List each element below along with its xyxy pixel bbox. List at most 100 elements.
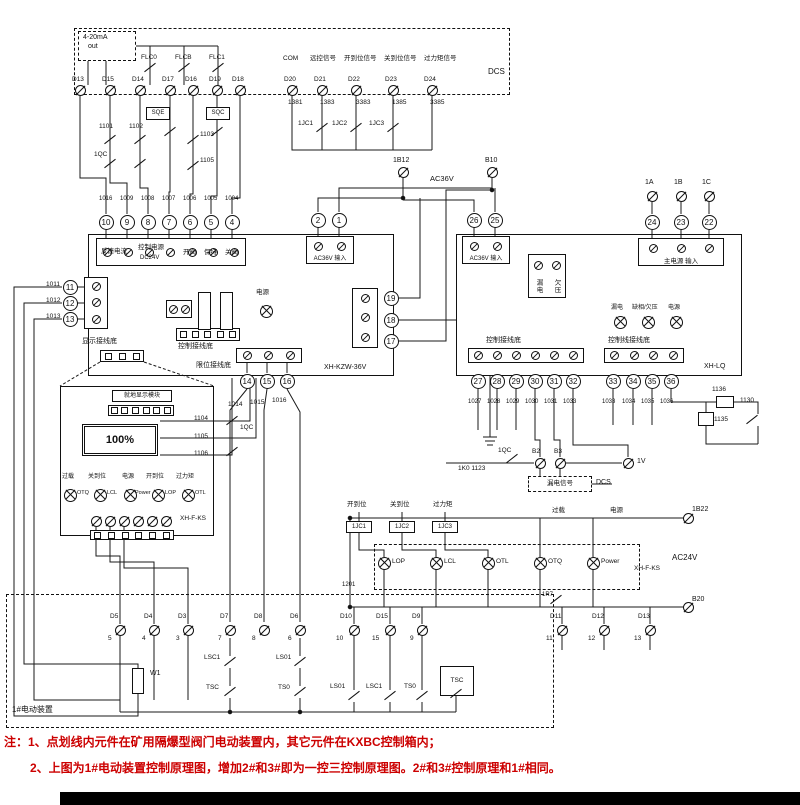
- wire-terminal-icon: [146, 515, 158, 527]
- circle-terminal-icon: [360, 332, 370, 342]
- label: B3: [554, 448, 562, 455]
- tsc-switch-box: TSC: [440, 666, 474, 696]
- label: 1103: [200, 131, 214, 138]
- label: OTL: [496, 558, 509, 565]
- terminal-slots: [605, 349, 683, 362]
- terminal-30: 30: [527, 373, 543, 389]
- relay-box-b: [220, 292, 233, 330]
- relay-1jc3: 1JC3: [432, 521, 458, 533]
- circle-terminal-icon: [531, 351, 540, 360]
- wire-terminal-icon: [644, 624, 656, 636]
- circle-terminal-icon: [337, 242, 346, 252]
- display-pin-row: [108, 405, 174, 416]
- w1-resistor: [132, 668, 144, 694]
- label: D9: [412, 613, 421, 620]
- vertical-labels: 漏电欠压: [529, 276, 565, 297]
- label: 1031: [544, 399, 558, 405]
- label: 1034: [622, 399, 636, 405]
- square-terminal-icon: [164, 407, 172, 414]
- indicator-lamp-icon: [63, 488, 77, 502]
- terminal-4: 4: [224, 214, 240, 230]
- label: 1B22: [692, 506, 709, 513]
- terminal-slots: [101, 351, 143, 361]
- label: 1JC3: [369, 120, 385, 127]
- terminal-28: 28: [489, 373, 505, 389]
- relay-cd: [166, 300, 192, 318]
- motor-device-dashed-box: [6, 594, 554, 728]
- wire-terminal-icon: [104, 84, 116, 96]
- indicator-lamp-icon: [641, 315, 655, 329]
- label: 1011: [46, 281, 60, 288]
- circle-terminal-icon: [360, 313, 370, 323]
- circle-terminal-icon: [668, 351, 678, 360]
- relay-box-a: [198, 292, 211, 330]
- wire-terminal-icon: [348, 624, 360, 636]
- right-control-terminal-block: [468, 348, 584, 363]
- circle-terminal-icon: [493, 242, 502, 252]
- indicator-lamp-icon: [377, 556, 391, 570]
- limit-terminal-block: [236, 348, 302, 363]
- terminal-27: 27: [470, 373, 486, 389]
- block-label: 1JC3: [437, 523, 452, 530]
- label: D6: [290, 613, 299, 620]
- wire-terminal-icon: [114, 624, 126, 636]
- circle-terminal-icon: [314, 242, 323, 252]
- label: TS0: [278, 684, 290, 691]
- terminal-slots: [177, 329, 239, 340]
- label: 1009: [120, 196, 134, 202]
- wire-terminal-icon: [682, 512, 694, 524]
- label: 反馈电流: [101, 248, 127, 255]
- label: D12: [592, 613, 604, 620]
- terminal-17: 17: [383, 333, 399, 349]
- label: LSC1: [366, 683, 383, 690]
- label: FLC0: [141, 54, 157, 61]
- indicator-lamp-icon: [429, 556, 443, 570]
- label: 远控信号: [310, 55, 336, 62]
- label: 1JC1: [298, 120, 314, 127]
- label: D17: [162, 76, 174, 83]
- label: LS01: [276, 654, 292, 661]
- block-label: AC36V 输入: [469, 256, 503, 263]
- label: OTQ: [548, 558, 563, 565]
- label: 1006: [183, 196, 197, 202]
- indicator-lamp-icon: [533, 556, 547, 570]
- leakage-undervoltage-box: 漏电欠压: [528, 254, 566, 298]
- label: D8: [254, 613, 263, 620]
- circle-terminal-icon: [166, 247, 176, 257]
- label: 过力矩信号: [424, 55, 457, 62]
- label: 关到位信号: [384, 55, 417, 62]
- terminal-14: 14: [239, 373, 255, 389]
- label: 关到位: [88, 474, 107, 480]
- indicator-lamp-icon: [613, 315, 627, 329]
- circle-terminal-icon: [91, 298, 101, 308]
- wire-terminal-icon: [258, 624, 270, 636]
- label: 4: [142, 635, 146, 642]
- label: 1033: [602, 399, 616, 405]
- label: 1V: [637, 458, 646, 465]
- circle-terminal-icon: [91, 281, 101, 291]
- label: 1QC: [240, 424, 254, 431]
- indicator-lamp-icon: [669, 315, 683, 329]
- terminal-25: 25: [487, 212, 503, 228]
- label: 保持: [204, 249, 217, 256]
- label: 过力矩: [176, 474, 195, 480]
- label: D5: [110, 613, 119, 620]
- terminal-34: 34: [625, 373, 641, 389]
- bottom-black-bar: [60, 792, 800, 805]
- label: 1385: [392, 99, 407, 106]
- square-terminal-icon: [229, 331, 237, 338]
- label: 1104: [194, 415, 208, 422]
- label: 1008: [141, 196, 155, 202]
- label: D13: [72, 76, 84, 83]
- terminal-slots: [353, 289, 377, 347]
- label: Power: [135, 490, 151, 496]
- label: 1JC2: [332, 120, 348, 127]
- label: COM: [283, 55, 299, 62]
- terminal-18: 18: [383, 312, 399, 328]
- terminal-29: 29: [508, 373, 524, 389]
- terminal-8: 8: [140, 214, 156, 230]
- label: 1014: [228, 401, 243, 408]
- label: 1028: [487, 399, 501, 405]
- label: 电源: [122, 474, 135, 480]
